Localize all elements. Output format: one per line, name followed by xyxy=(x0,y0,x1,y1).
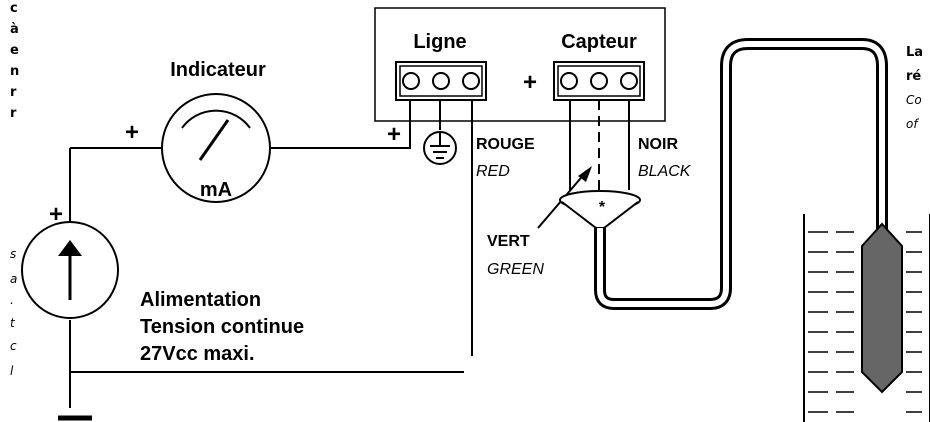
left-cropped-text: c à e n r r s a . t c l xyxy=(10,1,19,378)
supply-label-line-1: Alimentation xyxy=(140,289,261,311)
left-bold-line-3: e xyxy=(10,43,19,58)
sensor-terminal-block xyxy=(553,61,645,101)
gland-asterisk: * xyxy=(599,199,606,216)
left-bold-line-5: r xyxy=(10,85,17,100)
left-bold-line-2: à xyxy=(10,22,19,37)
terminal-screw-icon xyxy=(560,72,578,90)
cable-gland: * xyxy=(559,190,641,229)
terminal-screw-icon xyxy=(620,72,638,90)
wire-meter-to-line-terminal xyxy=(270,100,411,149)
sensor-cable-core xyxy=(597,41,885,307)
black-wire-label-en: BLACK xyxy=(638,163,692,180)
source-arrow-up-icon xyxy=(58,240,82,256)
right-bold-line-2: ré xyxy=(906,69,921,84)
supply-label-line-3: 27Vcc maxi. xyxy=(140,343,255,365)
terminal-screw-icon xyxy=(402,72,420,90)
junction-box xyxy=(374,7,666,122)
right-italic-line-2: of xyxy=(906,117,919,131)
right-bold-line-1: La xyxy=(906,45,923,60)
source-plus-sign: + xyxy=(49,201,63,228)
right-italic-line-1: Co xyxy=(906,93,922,107)
left-italic-line-4: t xyxy=(10,316,16,330)
green-wire-label-en: GREEN xyxy=(487,261,544,278)
left-bold-line-1: c xyxy=(10,1,18,16)
line-terminal-label: Ligne xyxy=(413,31,466,53)
pressure-probe xyxy=(861,222,903,394)
meter-scale-arc xyxy=(181,109,251,129)
left-italic-line-2: a xyxy=(10,272,17,286)
terminal-screw-icon xyxy=(462,72,480,90)
green-wire-label-fr: VERT xyxy=(487,233,530,250)
wires xyxy=(58,100,630,421)
current-source xyxy=(21,221,119,319)
liquid-lines xyxy=(808,231,922,413)
left-italic-line-1: s xyxy=(10,247,16,261)
left-italic-line-3: . xyxy=(10,293,14,307)
green-pointer-arrow-icon xyxy=(578,166,592,182)
supply-label-line-2: Tension continue xyxy=(140,316,304,338)
left-bold-line-6: r xyxy=(10,106,17,121)
red-wire-label-fr: ROUGE xyxy=(476,136,535,153)
line-terminal-block xyxy=(395,61,487,101)
sensor-plus-sign: + xyxy=(523,69,537,96)
left-italic-line-5: c xyxy=(10,339,17,353)
sensor-terminal-label: Capteur xyxy=(561,31,637,53)
liquid-tank xyxy=(803,214,930,422)
meter-plus-sign: + xyxy=(125,119,139,146)
indicator-label: Indicateur xyxy=(170,59,266,81)
left-italic-line-6: l xyxy=(10,364,14,378)
tank-walls xyxy=(803,214,930,422)
milliamp-meter: mA xyxy=(161,93,271,203)
terminal-screw-icon xyxy=(432,72,450,90)
line-plus-sign: + xyxy=(387,121,401,148)
red-wire-label-en: RED xyxy=(476,163,510,180)
right-cropped-text: La ré Co of xyxy=(906,45,923,131)
left-bold-line-4: n xyxy=(10,64,19,79)
meter-needle-icon xyxy=(198,119,230,161)
earth-ground-icon xyxy=(423,131,457,165)
black-wire-label-fr: NOIR xyxy=(638,136,678,153)
terminal-screw-icon xyxy=(590,72,608,90)
meter-unit-label: mA xyxy=(200,179,232,201)
